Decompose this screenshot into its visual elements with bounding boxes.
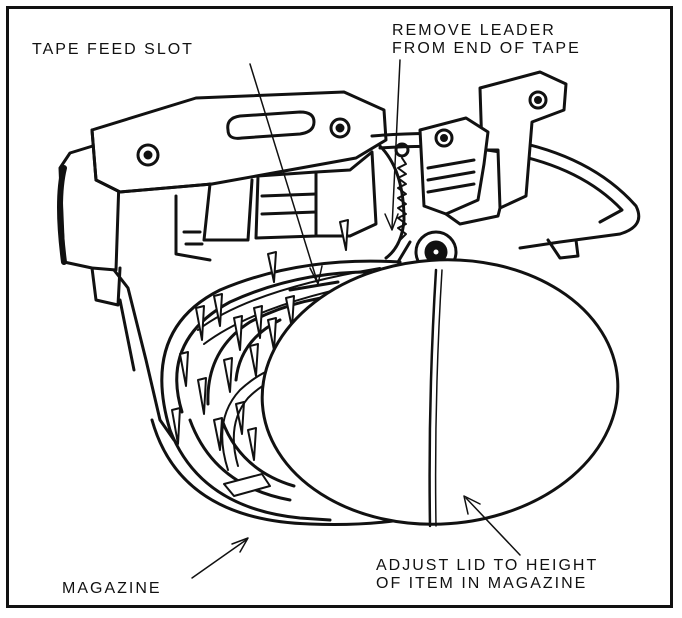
motor-housing xyxy=(174,144,406,262)
magazine-text: MAGAZINE xyxy=(62,580,162,597)
adjust-lid-label: ADJUST LID TO HEIGHT OF ITEM IN MAGAZINE xyxy=(376,557,598,593)
top-arm-plate xyxy=(90,90,388,194)
remove-leader-label: REMOVE LEADER FROM END OF TAPE xyxy=(392,22,581,58)
tape-feed-slot-text: TAPE FEED SLOT xyxy=(32,41,194,58)
tape-feed-slot-label: TAPE FEED SLOT xyxy=(32,41,194,59)
left-support-leg xyxy=(112,268,176,442)
adjust-lid-line-1: ADJUST LID TO HEIGHT xyxy=(376,557,599,574)
remove-leader-line-2: FROM END OF TAPE xyxy=(392,40,581,57)
magazine-label: MAGAZINE xyxy=(62,580,162,598)
figure-border xyxy=(6,6,673,608)
tension-spring xyxy=(397,157,407,241)
adjust-lid-line-2: OF ITEM IN MAGAZINE xyxy=(376,575,588,592)
magazine-pins xyxy=(171,219,349,461)
right-head-assembly xyxy=(394,70,568,226)
callout-lines xyxy=(191,59,521,579)
magazine-lid xyxy=(260,258,620,528)
remove-leader-line-1: REMOVE LEADER xyxy=(392,22,556,39)
